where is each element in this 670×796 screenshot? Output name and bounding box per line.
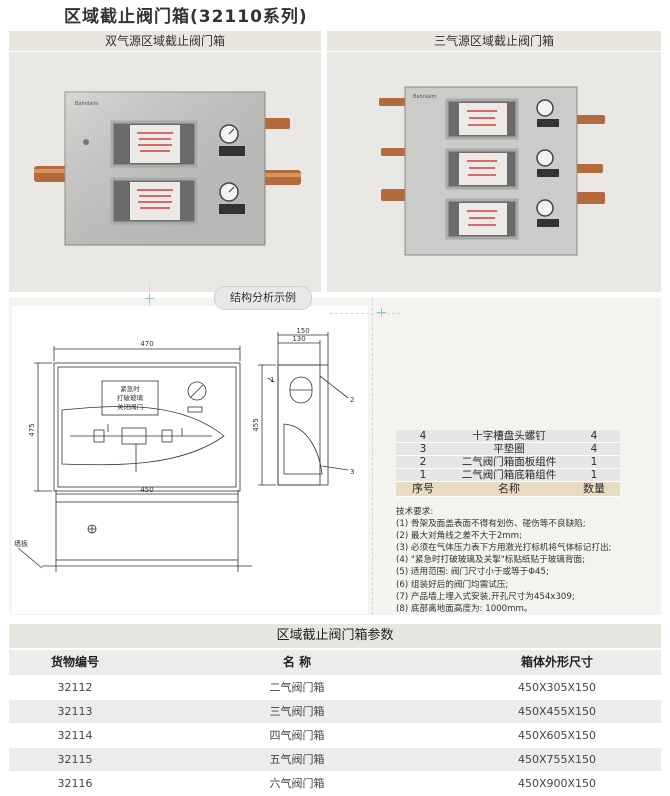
parts-row: 1 二气阀门箱底箱组件 1 [396, 469, 620, 482]
tech-note: (7) 产品墙上埋入式安装,开孔尺寸为454x309; [396, 591, 575, 602]
tech-note: (3) 必须在气体压力表下方用激光打标机将气体标记打出; [396, 543, 612, 554]
params-table-header: 货物编号 名 称 箱体外形尺寸 [9, 650, 661, 675]
column-header: 货物编号 [50, 655, 99, 669]
side-width-outer-label: 150 [296, 327, 309, 335]
parts-row: 2 二气阀门箱面板组件 1 [396, 456, 620, 469]
tech-notes: 技术要求: (1) 骨架及面盖表面不得有划伤、碰伤等不良缺陷; (2) 最大对角… [396, 506, 611, 615]
window-text-1: 紧急时 [120, 384, 140, 393]
side-width-inner-label: 130 [292, 335, 305, 343]
table-row: 32115 五气阀门箱 450X755X150 [9, 748, 661, 771]
params-table-title: 区域截止阀门箱参数 [9, 624, 661, 648]
plate-label: 墙板 [14, 539, 28, 548]
tech-note: (2) 最大对角线之差不大于2mm; [396, 531, 522, 542]
parts-table: 4 十字槽盘头螺钉 4 3 平垫圈 4 2 二气阀门箱面板组件 1 1 二气阀门… [396, 430, 620, 497]
triple-valve-box-photo: Bahnlaim [327, 52, 661, 292]
tech-note: (1) 骨架及面盖表面不得有划伤、碰伤等不良缺陷; [396, 519, 586, 530]
window-text-2: 打破玻璃 [117, 393, 144, 402]
table-row: 32113 三气阀门箱 450X455X150 [9, 700, 661, 723]
panel-header-dual: 双气源区域截止阀门箱 [9, 31, 321, 51]
parts-header-row: 序号 名称 数量 [396, 482, 620, 497]
svg-text:Bahnlaim: Bahnlaim [413, 94, 437, 100]
tech-note: (4) "紧急时打破玻璃及关掣"标贴纸贴于玻璃背面; [396, 555, 585, 566]
structure-label: 结构分析示例 [214, 286, 312, 310]
guide-cross-icon [145, 294, 154, 303]
guide-cross-icon [377, 308, 386, 317]
column-header: 名 称 [282, 655, 312, 669]
front-width-label: 470 [140, 340, 153, 348]
window-text-3: 关闭阀门 [117, 402, 143, 411]
technical-drawing: 470 475 紧急时 打破玻璃 关闭阀门 150 130 455 1 2 3 … [14, 327, 354, 572]
table-row: 32114 四气阀门箱 450X605X150 [57, 729, 597, 742]
tech-note: (6) 组装好后的阀门均需试压; [396, 579, 509, 590]
leader-label-2: 2 [350, 396, 354, 404]
svg-text:Bahnlaim: Bahnlaim [75, 101, 99, 107]
page-title: 区域截止阀门箱(32110系列) [64, 7, 308, 27]
side-height-label: 455 [252, 418, 260, 431]
panel-header-triple: 三气源区域截止阀门箱 [327, 31, 661, 51]
table-row: 32112 二气阀门箱 450X305X150 [57, 681, 597, 694]
tech-note: 技术要求: [396, 507, 434, 517]
parts-row: 4 十字槽盘头螺钉 4 [396, 430, 620, 443]
front-height-label: 475 [28, 423, 36, 436]
table-row: 32116 六气阀门箱 450X900X150 [57, 777, 597, 790]
bottom-width-label: 450 [140, 486, 153, 494]
leader-label-1: 1 [270, 376, 274, 384]
tech-note: (5) 适用范围: 阀门尺寸小于或等于Φ45; [396, 567, 549, 578]
parts-row: 3 平垫圈 4 [396, 443, 620, 456]
tech-note: (8) 底部离地面高度为: 1000mm。 [396, 603, 533, 614]
leader-label-3: 3 [350, 468, 354, 476]
dual-valve-box-photo: Bahnlaim [9, 52, 321, 292]
column-header: 箱体外形尺寸 [520, 655, 593, 669]
